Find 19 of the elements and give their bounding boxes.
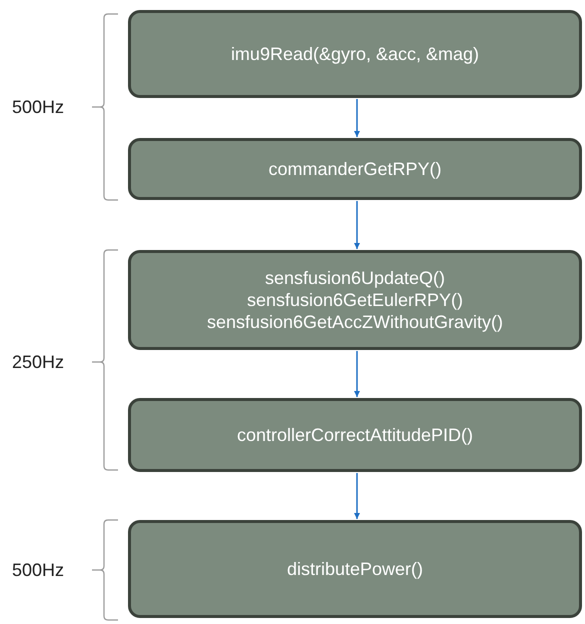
- process-box: [128, 520, 582, 618]
- function-name: commanderGetRPY(): [268, 158, 442, 180]
- arrow: [354, 473, 360, 519]
- process-box: [128, 250, 582, 350]
- frequency-label: 500Hz: [12, 98, 64, 116]
- frequency-label: 500Hz: [12, 561, 64, 579]
- arrow: [354, 351, 360, 397]
- function-name: controllerCorrectAttitudePID(): [236, 424, 474, 446]
- function-name: sensfusion6GetEulerRPY(): [246, 289, 464, 311]
- process-box: [128, 398, 582, 472]
- function-name: sensfusion6GetAccZWithoutGravity(): [206, 311, 504, 333]
- function-name: distributePower(): [286, 558, 424, 580]
- function-name: imu9Read(&gyro, &acc, &mag): [230, 43, 480, 65]
- arrow: [354, 99, 360, 137]
- process-box: [128, 138, 582, 200]
- process-box: [128, 10, 582, 98]
- frequency-label: 250Hz: [12, 353, 64, 371]
- arrow: [354, 201, 360, 249]
- function-name: sensfusion6UpdateQ(): [264, 267, 446, 289]
